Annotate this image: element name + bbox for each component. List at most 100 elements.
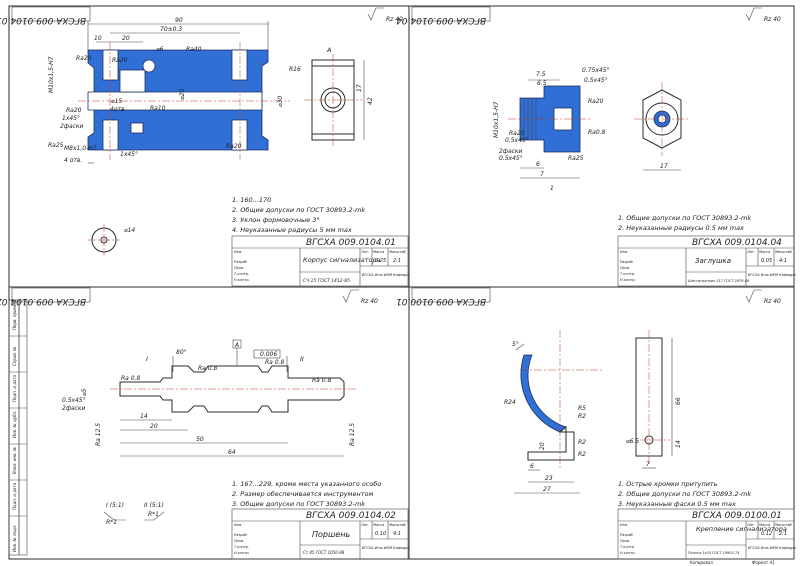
dim-ra20-c: Ra20 (66, 107, 82, 114)
svg-text:4. Неуказанные радиусы 5 мм ma: 4. Неуказанные радиусы 5 мм max (232, 226, 352, 234)
svg-text:7.5: 7.5 (536, 71, 546, 78)
svg-text:Изм.: Изм. (620, 523, 628, 527)
piston-details: I (5:1) II (5:1) R*1 R*1 (103, 502, 165, 526)
svg-text:20: 20 (539, 442, 546, 450)
svg-text:Ra 0.8: Ra 0.8 (198, 365, 217, 372)
svg-text:0.5x45°: 0.5x45° (499, 155, 523, 162)
svg-text:Разраб.: Разраб. (620, 533, 634, 537)
svg-text:Масса: Масса (373, 523, 384, 527)
svg-text:20: 20 (150, 423, 158, 430)
svg-text:Масштаб: Масштаб (775, 250, 792, 254)
svg-text:Н.контр.: Н.контр. (234, 278, 250, 282)
sheet-3-notes: 1. 167...229, кроме места указанного осо… (232, 480, 381, 508)
housing-dims: 90 70±0.3 20 10 ⌀6 Ra40 М10х1,5-Н7 Ra20 … (48, 17, 284, 164)
svg-text:2. Общие допуски по ГОСТ 30893: 2. Общие допуски по ГОСТ 30893.2-mk (618, 490, 751, 498)
svg-text:Rz 40: Rz 40 (764, 16, 781, 23)
svg-text:2фаски: 2фаски (62, 405, 86, 412)
sheet-3-material: Ст 45 ГОСТ 1050-88 (303, 550, 345, 555)
dim-4holes-b: 4отв. (110, 106, 127, 113)
svg-text:0.006: 0.006 (260, 351, 277, 358)
svg-text:2. Общие допуски по ГОСТ 30893: 2. Общие допуски по ГОСТ 30893.2-mk (232, 206, 365, 214)
svg-text:Ra 0.8: Ra 0.8 (312, 377, 331, 384)
dim-chamfer: 1x45° (62, 115, 80, 122)
svg-text:Т.контр.: Т.контр. (234, 272, 249, 276)
svg-text:ВГСХА Инж.ИКМ Кафедра: ВГСХА Инж.ИКМ Кафедра (362, 273, 410, 277)
sheet-3: ВГСХА 009.0104.02 Rz 40 I II А 0.006 80°… (0, 287, 410, 560)
sheet-2-title-block: ВГСХА 009.0104.04 Заглушка Шестигранник … (617, 235, 796, 287)
svg-text:R2: R2 (578, 439, 586, 446)
sheet-2-title: Заглушка (695, 257, 731, 265)
side-stamp-1: Справ. № (12, 347, 17, 366)
svg-text:R*1: R*1 (148, 511, 159, 518)
svg-text:0.05: 0.05 (761, 258, 772, 264)
sheet-3-corner-stamp: ВГСХА 009.0104.02 (0, 296, 86, 306)
side-stamp-2: Подп. и дата (12, 374, 17, 402)
svg-text:Масштаб: Масштаб (775, 523, 792, 527)
sheet-1-stamp-box: ВГСХА 009.0104.01 (0, 6, 91, 25)
dim-ra40: Ra40 (186, 46, 202, 53)
svg-text:Ra 0.8: Ra 0.8 (265, 359, 284, 366)
dim-d15: ⌀15 (111, 98, 122, 105)
svg-text:3. Общие допуски по ГОСТ 30893: 3. Общие допуски по ГОСТ 30893.2-mk (232, 500, 365, 508)
bracket-side-view: 66 ⌀6.5 14 7 (626, 330, 682, 469)
svg-text:80°: 80° (176, 349, 187, 356)
dim-10: 10 (94, 35, 102, 42)
svg-text:64: 64 (228, 449, 236, 456)
svg-text:Пров.: Пров. (234, 266, 244, 270)
svg-text:Пров.: Пров. (620, 266, 630, 270)
svg-text:3. Неуказанные фаски 0.5 мм ma: 3. Неуказанные фаски 0.5 мм max (618, 500, 736, 508)
dim-ra20-d: Ra20 (226, 143, 242, 150)
sheet-1-corner-stamp: ВГСХА 009.0104.01 (0, 15, 86, 25)
svg-text:0.75x45°: 0.75x45° (582, 67, 610, 74)
svg-text:Ra 0.8: Ra 0.8 (121, 375, 140, 382)
housing-view-a: А R16 17 42 (289, 46, 374, 146)
svg-text:R24: R24 (504, 399, 516, 406)
plug-hex-view: 17 (634, 82, 690, 171)
svg-text:R*1: R*1 (106, 519, 117, 526)
sheet-2-stamp: ВГСХА 009.0104.04 (692, 238, 782, 248)
sheet-3-title: Поршень (312, 530, 350, 539)
svg-text:Масса: Масса (759, 250, 770, 254)
dim-ra10: Ra10 (150, 105, 166, 112)
svg-text:Rz 40: Rz 40 (361, 298, 378, 305)
sheet-1-mass: 0.25 (375, 258, 386, 264)
dim-42: 42 (367, 97, 374, 105)
side-stamp-3: Инв. № дубл. (12, 411, 17, 438)
housing-hole-detail: ⌀14 (88, 224, 135, 256)
svg-text:Ra 12.5: Ra 12.5 (95, 423, 102, 446)
svg-text:14: 14 (140, 413, 148, 420)
piston-shaft (110, 356, 356, 413)
sheet-4-title-block: ВГСХА 009.0100.01 Крепление сигнализатор… (617, 508, 796, 560)
svg-text:I: I (146, 355, 148, 363)
svg-text:Изм.: Изм. (234, 250, 242, 254)
svg-text:М10х1,5-Н7: М10х1,5-Н7 (493, 101, 500, 138)
plug-dims: 7.5 6.5 0.75x45° 0.5x45° М10х1,5-Н7 Ra20… (493, 67, 610, 192)
svg-text:I (5:1): I (5:1) (106, 502, 124, 509)
svg-text:5°: 5° (512, 341, 519, 348)
svg-text:7: 7 (646, 461, 650, 468)
sheet-1-material: СЧ 15 ГОСТ 1412-85 (303, 278, 350, 284)
svg-text:Т.контр.: Т.контр. (620, 545, 635, 549)
svg-text:Ra20: Ra20 (588, 98, 604, 105)
dim-circle-14: ⌀14 (124, 227, 135, 234)
svg-text:4:1: 4:1 (393, 531, 401, 537)
sheet-2-corner-stamp: ВГСХА 009.0104.04 (396, 15, 486, 25)
svg-text:50: 50 (196, 436, 204, 443)
svg-text:1. Острые кромки притупить: 1. Острые кромки притупить (618, 480, 718, 488)
svg-text:7: 7 (540, 171, 544, 178)
svg-text:0.5x45°: 0.5x45° (62, 397, 86, 404)
svg-text:1. 167...229, кроме места указ: 1. 167...229, кроме места указанного осо… (232, 480, 381, 488)
side-stamp-column: Перв. примен. Справ. № Подп. и дата Инв.… (8, 299, 28, 556)
view-a-label: А (326, 46, 331, 54)
footer-format: Формат А1 (752, 560, 775, 565)
bracket-profile: 5° R24 R5 R2 R2 R2 20 6 23 27 (504, 330, 604, 494)
svg-text:Изм.: Изм. (234, 523, 242, 527)
sheet-4-material: Полоса 1х35 ГОСТ 19903-74 (688, 551, 739, 555)
dim-hole6: ⌀6 (156, 46, 164, 53)
svg-text:⌀6.5: ⌀6.5 (626, 438, 639, 445)
dim-ra20-a: Ra20 (76, 55, 92, 62)
svg-text:0.5x45°: 0.5x45° (584, 77, 608, 84)
svg-text:Лит.: Лит. (360, 250, 369, 254)
svg-text:Масштаб: Масштаб (389, 523, 406, 527)
